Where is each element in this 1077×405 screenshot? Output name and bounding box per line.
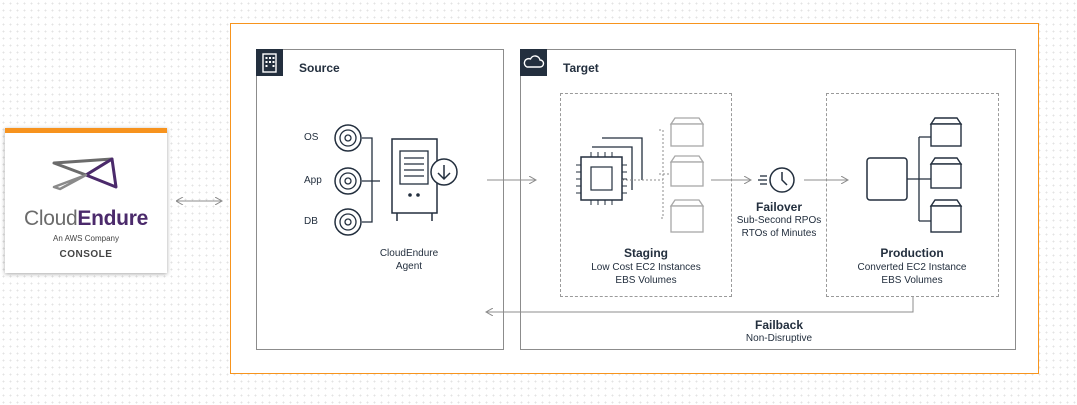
production-title: Production	[880, 246, 944, 260]
agent-label-line1: CloudEndure	[379, 248, 439, 259]
source-title: Source	[299, 61, 340, 75]
console-label: CONSOLE	[59, 249, 113, 260]
building-icon	[256, 49, 283, 76]
staging-line1: Low Cost EC2 Instances	[591, 262, 701, 273]
ec2-instance-chip-icon	[576, 137, 643, 205]
staging-line2: EBS Volumes	[615, 275, 677, 286]
failover-line2: RTOs of Minutes	[741, 228, 817, 239]
brand-tagline: An AWS Company	[53, 234, 119, 243]
failback-line1: Non-Disruptive	[745, 333, 813, 344]
staging-area	[560, 93, 732, 297]
server-agent-icon	[391, 138, 458, 221]
disk-bracket	[362, 137, 380, 223]
disk-label-db: DB	[304, 216, 318, 227]
production-line2: EBS Volumes	[881, 275, 943, 286]
source-panel	[256, 49, 504, 350]
target-title: Target	[563, 61, 599, 75]
brand-name-bold: Endure	[77, 207, 148, 230]
production-volume-connector	[907, 136, 931, 222]
staging-volume-connector	[622, 129, 670, 219]
cloudendure-console-card[interactable]: CloudEndure An AWS Company CONSOLE	[5, 128, 167, 273]
disk-label-app: App	[304, 175, 322, 186]
staging-title: Staging	[624, 246, 668, 260]
failback-title: Failback	[754, 318, 804, 332]
failover-title: Failover	[755, 200, 803, 214]
failback-arrow	[486, 297, 914, 312]
disk-icon-app	[334, 167, 362, 195]
failover-line1: Sub-Second RPOs	[736, 215, 822, 226]
brand-name: CloudEndure	[5, 207, 167, 231]
clock-icon	[758, 167, 795, 193]
ebs-volume-icon-staging	[669, 117, 705, 233]
production-line1: Converted EC2 Instance	[857, 262, 967, 273]
production-area	[826, 93, 999, 297]
agent-label-line2: Agent	[395, 261, 423, 272]
cloud-icon	[520, 49, 547, 76]
cloudendure-logo-icon	[52, 157, 118, 191]
disk-label-os: OS	[304, 132, 319, 143]
brand-name-light: Cloud	[24, 207, 78, 230]
ebs-volume-icon-production	[929, 117, 963, 233]
ec2-instance-icon-production	[866, 157, 908, 201]
disk-icon-db	[334, 208, 362, 236]
disk-icon-os	[334, 124, 362, 152]
